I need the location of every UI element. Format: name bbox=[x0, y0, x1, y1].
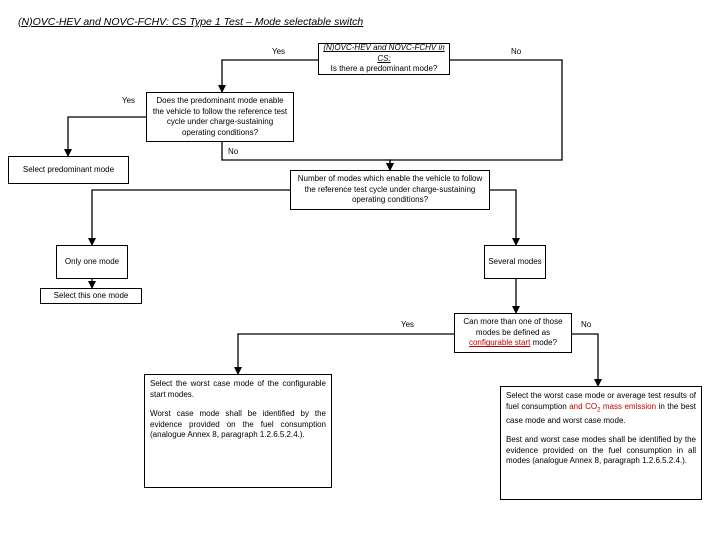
result-average-test-results: Select the worst case mode or average te… bbox=[500, 386, 702, 500]
select-this-text: Select this one mode bbox=[53, 290, 129, 300]
question-number-text: Number of modes which enable the vehicle… bbox=[297, 174, 483, 205]
worst-case-paragraph-2: Worst case mode shall be identified by t… bbox=[150, 409, 326, 439]
label-yes-enable: Yes bbox=[122, 96, 136, 105]
question-predominant-mode: (N)OVC-HEV and NOVC-FCHV in CS: Is there… bbox=[318, 43, 450, 75]
average-p1-after: in the best case mode and worst case mod… bbox=[506, 401, 696, 425]
question-enable-text: Does the predominant mode enable the veh… bbox=[152, 96, 288, 137]
configurable-before: Can more than one of those modes be defi… bbox=[463, 317, 563, 337]
arrow-q2-yes bbox=[64, 116, 146, 157]
arrow-q3-only-one bbox=[88, 189, 290, 246]
average-paragraph-1: Select the worst case mode or average te… bbox=[506, 391, 696, 426]
arrow-q4-no bbox=[572, 333, 602, 387]
only-one-text: Only one mode bbox=[64, 256, 120, 266]
average-p1-before: Select the worst case mode or average te… bbox=[506, 391, 696, 411]
average-p1-sub: 2 bbox=[597, 407, 601, 414]
question-predominant-heading: (N)OVC-HEV and NOVC-FCHV in CS: bbox=[323, 43, 445, 63]
label-yes-predominant: Yes bbox=[272, 47, 286, 56]
question-predominant-enable: Does the predominant mode enable the veh… bbox=[146, 92, 294, 142]
label-yes-configurable: Yes bbox=[401, 320, 415, 329]
label-no-predominant: No bbox=[511, 47, 522, 56]
configurable-after: mode? bbox=[532, 338, 558, 348]
question-configurable-start: Can more than one of those modes be defi… bbox=[454, 313, 572, 353]
worst-case-paragraph-1: Select the worst case mode of the config… bbox=[150, 379, 326, 399]
arrow-q1-no bbox=[386, 59, 563, 171]
arrow-q2-no bbox=[221, 142, 394, 171]
result-worst-case-mode: Select the worst case mode of the config… bbox=[144, 374, 332, 488]
arrow-q4-yes bbox=[234, 333, 454, 375]
average-p1-red2: mass emission bbox=[602, 401, 657, 411]
several-text: Several modes bbox=[488, 256, 542, 266]
question-predominant-text: Is there a predominant mode? bbox=[330, 64, 438, 74]
label-no-configurable: No bbox=[581, 320, 592, 329]
select-predominant-text: Select predominant mode bbox=[22, 164, 115, 174]
page-title: (N)OVC-HEV and NOVC-FCHV: CS Type 1 Test… bbox=[18, 16, 364, 28]
average-paragraph-2: Best and worst case modes shall be ident… bbox=[506, 435, 696, 466]
question-number-of-modes: Number of modes which enable the vehicle… bbox=[290, 170, 490, 210]
label-no-enable: No bbox=[228, 147, 239, 156]
arrow-q3-several bbox=[490, 189, 520, 246]
option-only-one-mode: Only one mode bbox=[56, 245, 128, 279]
configurable-highlight: configurable start bbox=[468, 338, 531, 348]
action-select-this-one-mode: Select this one mode bbox=[40, 288, 142, 304]
average-p1-red: and CO bbox=[569, 401, 598, 411]
arrow-q1-yes bbox=[218, 59, 318, 93]
option-several-modes: Several modes bbox=[484, 245, 546, 279]
question-configurable-text: Can more than one of those modes be defi… bbox=[458, 317, 568, 349]
action-select-predominant: Select predominant mode bbox=[8, 156, 129, 184]
